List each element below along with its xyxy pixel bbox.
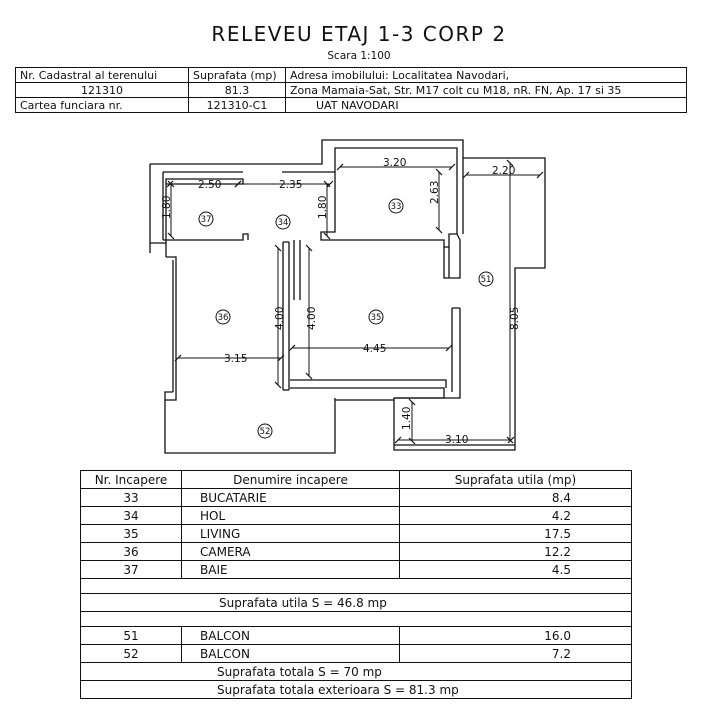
room-37-number: 37 — [201, 215, 212, 225]
room-35-number: 35 — [371, 313, 382, 323]
room-area: 4.5 — [399, 560, 632, 579]
rooms-table-header: Nr. Incapere Denumire incapere Suprafata… — [80, 470, 632, 489]
header-room-number: Nr. Incapere — [80, 470, 182, 489]
room-nr: 34 — [80, 506, 182, 525]
floor-plan: 2.50 2.35 3.20 2.20 3.15 4.45 3.10 1.80 … — [149, 139, 546, 454]
room-area: 17.5 — [399, 524, 632, 543]
table-row: 33 BUCATARIE 8.4 — [80, 488, 632, 507]
room-name: HOL — [181, 506, 400, 525]
balcony-nr: 51 — [80, 626, 182, 645]
room-name: BUCATARIE — [181, 488, 400, 507]
drawing-scale: Scara 1:100 — [327, 50, 391, 62]
useful-area-total: Suprafata utila S = 46.8 mp — [80, 593, 632, 612]
balcony-name: BALCON — [181, 626, 400, 645]
room-nr: 35 — [80, 524, 182, 543]
room-34-circle — [275, 214, 291, 230]
walls — [149, 139, 546, 454]
dim-1-80-center: 1.80 — [317, 196, 329, 219]
dim-1-80-left: 1.80 — [161, 196, 173, 219]
dim-2-35: 2.35 — [279, 179, 302, 191]
spacer-row — [80, 611, 632, 627]
total-row: Suprafata totala S = 70 mp — [80, 662, 632, 681]
uat-label: UAT NAVODARI — [285, 97, 687, 113]
room-markers: 37 34 33 51 36 35 52 — [198, 198, 494, 439]
property-info-table: Nr. Cadastral al terenului Suprafata (mp… — [15, 67, 687, 113]
dim-3-10: 3.10 — [445, 434, 468, 446]
total-exterior-area: Suprafata totala exterioara S = 81.3 mp — [80, 680, 632, 699]
rooms-table: Nr. Incapere Denumire incapere Suprafata… — [80, 470, 632, 699]
dim-4-45: 4.45 — [363, 343, 386, 355]
dim-3-15: 3.15 — [224, 353, 247, 365]
room-36-circle — [215, 309, 231, 325]
room-nr: 33 — [80, 488, 182, 507]
balcony-area: 16.0 — [399, 626, 632, 645]
room-51-circle — [478, 271, 494, 287]
land-book-label: Cartea funciara nr. — [15, 97, 189, 113]
useful-total-row: Suprafata utila S = 46.8 mp — [80, 593, 632, 612]
dimension-labels: 2.50 2.35 3.20 2.20 3.15 4.45 3.10 1.80 … — [161, 157, 521, 446]
table-row: 51 BALCON 16.0 — [80, 626, 632, 645]
room-52-number: 52 — [260, 427, 271, 437]
spacer-row — [80, 578, 632, 594]
header-room-name: Denumire incapere — [181, 470, 400, 489]
room-51-number: 51 — [481, 275, 492, 285]
table-row: 34 HOL 4.2 — [80, 506, 632, 525]
dim-8-05: 8.05 — [509, 307, 521, 330]
room-33-circle — [388, 198, 404, 214]
room-52-circle — [257, 423, 273, 439]
dim-1-40: 1.40 — [401, 407, 413, 430]
dim-4-00-hol: 4.00 — [274, 307, 286, 330]
dim-3-20: 3.20 — [383, 157, 406, 169]
room-area: 12.2 — [399, 542, 632, 561]
room-nr: 37 — [80, 560, 182, 579]
room-35-circle — [368, 309, 384, 325]
room-area: 4.2 — [399, 506, 632, 525]
cadastral-value: 121310 — [15, 82, 189, 98]
room-37-circle — [198, 211, 214, 227]
dim-2-63: 2.63 — [429, 181, 441, 204]
room-33-number: 33 — [391, 202, 402, 212]
dim-4-00-living: 4.00 — [306, 307, 318, 330]
drawing-title: RELEVEU ETAJ 1-3 CORP 2 — [211, 22, 507, 46]
balcony-area: 7.2 — [399, 644, 632, 663]
room-36-number: 36 — [218, 313, 229, 323]
room-name: BAIE — [181, 560, 400, 579]
total-area: Suprafata totala S = 70 mp — [80, 662, 632, 681]
table-row: 37 BAIE 4.5 — [80, 560, 632, 579]
dimension-lines — [166, 159, 544, 445]
table-row: 36 CAMERA 12.2 — [80, 542, 632, 561]
room-name: CAMERA — [181, 542, 400, 561]
dim-2-50: 2.50 — [198, 179, 221, 191]
header-useful-area: Suprafata utila (mp) — [399, 470, 632, 489]
table-row: 52 BALCON 7.2 — [80, 644, 632, 663]
balcony-name: BALCON — [181, 644, 400, 663]
dim-2-20: 2.20 — [492, 165, 515, 177]
room-nr: 36 — [80, 542, 182, 561]
room-name: LIVING — [181, 524, 400, 543]
room-34-number: 34 — [278, 218, 289, 228]
table-row: 35 LIVING 17.5 — [80, 524, 632, 543]
exterior-total-row: Suprafata totala exterioara S = 81.3 mp — [80, 680, 632, 699]
balcony-nr: 52 — [80, 644, 182, 663]
room-area: 8.4 — [399, 488, 632, 507]
